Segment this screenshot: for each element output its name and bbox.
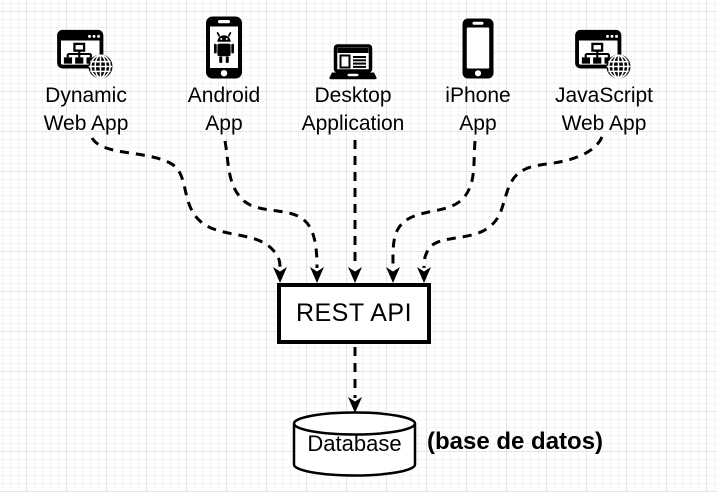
- label-line-2: Web App: [43, 112, 129, 135]
- rest-api-label: REST API: [295, 299, 413, 327]
- browser-sitemap-globe-icon: [55, 12, 118, 80]
- connector-dynamic-to-api[interactable]: [90, 137, 287, 283]
- node-javascript-web-app[interactable]: JavaScript Web App: [539, 12, 669, 138]
- node-dynamic-web-app[interactable]: Dynamic Web App: [26, 12, 146, 138]
- label-line-1: Desktop: [314, 84, 392, 107]
- label-line-2: Web App: [561, 112, 647, 135]
- database-label: Database: [307, 431, 402, 456]
- node-rest-api[interactable]: REST API: [277, 283, 431, 344]
- node-iphone-app[interactable]: iPhone App: [428, 12, 528, 138]
- node-label: Android App: [188, 82, 260, 138]
- connector-android-to-api[interactable]: [223, 140, 324, 283]
- label-line-1: Dynamic: [45, 84, 127, 107]
- label-line-1: iPhone: [445, 84, 511, 107]
- connector-iphone-to-api[interactable]: [385, 140, 477, 283]
- database-annotation: (base de datos): [427, 428, 604, 455]
- label-line-1: Android: [187, 84, 261, 107]
- label-line-2: App: [205, 112, 243, 135]
- label-line-2: Application: [301, 112, 405, 135]
- android-phone-icon: [204, 12, 244, 80]
- node-label: Dynamic Web App: [44, 82, 129, 138]
- node-label: iPhone App: [445, 82, 510, 138]
- node-label: JavaScript Web App: [555, 82, 653, 138]
- node-android-app[interactable]: Android App: [174, 12, 274, 138]
- browser-sitemap-globe-icon: [573, 12, 636, 80]
- database-cylinder-icon[interactable]: [292, 410, 417, 478]
- label-line-1: JavaScript: [554, 84, 654, 107]
- laptop-icon: [329, 12, 377, 80]
- node-label: Desktop Application: [302, 82, 405, 138]
- node-desktop-application[interactable]: Desktop Application: [288, 12, 418, 138]
- smartphone-icon: [461, 12, 495, 80]
- connector-javascript-to-api[interactable]: [417, 136, 604, 283]
- label-line-2: App: [459, 112, 497, 135]
